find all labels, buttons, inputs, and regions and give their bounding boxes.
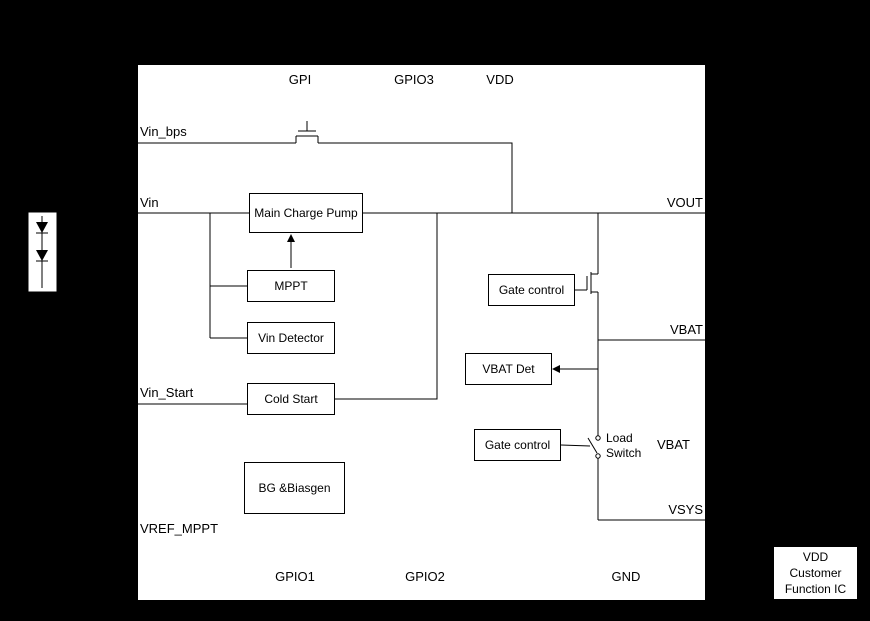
block-main-charge-pump: Main Charge Pump (249, 193, 363, 233)
block-vin-detector: Vin Detector (247, 322, 335, 354)
pin-gpio1: GPIO1 (275, 569, 315, 584)
arrow-left-icon (552, 365, 560, 373)
load-switch-label-line2: Switch (606, 446, 642, 460)
block-mppt: MPPT (247, 270, 335, 302)
customer-function-ic-box: VDD Customer Function IC (773, 546, 858, 600)
ic-boundary (138, 65, 705, 600)
pin-vin-start: Vin_Start (140, 385, 194, 400)
bypass-mosfet-icon (295, 121, 319, 143)
customer-box-line3: Function IC (784, 582, 847, 596)
load-switch-label-line1: Load (606, 431, 633, 445)
pin-gpi: GPI (288, 72, 312, 87)
block-vbat-det: VBAT Det (465, 353, 552, 385)
wires (138, 142, 705, 521)
pin-gnd: GND (611, 569, 641, 584)
pin-vin-bps: Vin_bps (140, 124, 187, 139)
pin-vin: Vin (140, 195, 159, 210)
block-gate-control-top: Gate control (488, 274, 575, 306)
pin-vsys: VSYS (668, 502, 703, 517)
pin-vbat: VBAT (670, 322, 703, 337)
customer-box-vdd: VDD (802, 550, 829, 564)
pin-gpio2: GPIO2 (405, 569, 445, 584)
pin-vref-mppt: VREF_MPPT (140, 521, 219, 536)
block-bg-biasgen: BG &Biasgen (244, 462, 345, 514)
block-cold-start: Cold Start (247, 383, 335, 415)
pin-gpio3: GPIO3 (394, 72, 434, 87)
pin-vdd: VDD (486, 72, 514, 87)
pin-vbat-2: VBAT (657, 437, 690, 452)
input-diodes-icon (27, 211, 58, 293)
pin-vout: VOUT (666, 195, 703, 210)
charge-mosfet-icon (575, 272, 598, 294)
load-switch-label: Load Switch (606, 431, 641, 461)
customer-box-line2: Customer (789, 566, 842, 580)
block-gate-control-bottom: Gate control (474, 429, 561, 461)
arrow-up-icon (287, 234, 295, 242)
load-switch-icon (560, 435, 601, 459)
